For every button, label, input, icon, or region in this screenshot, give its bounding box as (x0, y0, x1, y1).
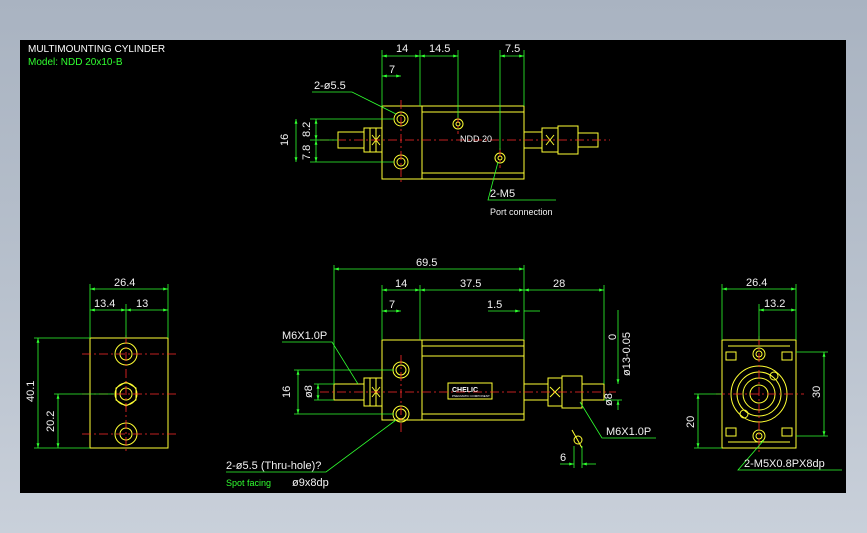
dim-front-tol: ø13-0.05 (621, 332, 633, 376)
dim-front-37-5: 37.5 (460, 278, 481, 290)
body-marking: NDD 20 (460, 134, 492, 144)
dim-front-69-5: 69.5 (416, 257, 437, 269)
brand-sub1: PNEUMATIC COMPONENT (452, 394, 490, 398)
label-spot-facing: Spot facing (226, 478, 271, 488)
label-top-holes: 2-ø5.5 (314, 80, 346, 92)
brand-label: CHELIC (452, 387, 478, 394)
dim-left-13: 13 (136, 298, 148, 310)
dim-right-30: 30 (811, 386, 823, 398)
dim-top-14-5: 14.5 (429, 43, 450, 55)
label-port: 2-M5 (490, 188, 515, 200)
dim-front-phi8: ø8 (303, 385, 315, 398)
label-thread-left: M6X1.0P (282, 330, 327, 342)
dim-top-8-2: 8.2 (301, 122, 313, 137)
dim-left-26-4: 26.4 (114, 277, 135, 289)
drawing-model: Model: NDD 20x10-B (28, 57, 123, 68)
dim-top-14: 14 (396, 43, 408, 55)
dim-top-7: 7 (389, 64, 395, 76)
dim-front-phi8-right: ø8 (603, 393, 615, 406)
dim-front-tol0: 0 (607, 334, 619, 340)
dim-right-13-2: 13.2 (764, 298, 785, 310)
dim-front-7: 7 (389, 299, 395, 311)
label-spot-value: ø9x8dp (292, 477, 329, 489)
dim-top-7-5: 7.5 (505, 43, 520, 55)
dim-top-7-8: 7.8 (301, 145, 313, 160)
dim-front-6: 6 (560, 452, 566, 464)
label-thread-right: M6X1.0P (606, 426, 651, 438)
dim-front-1-5: 1.5 (487, 299, 502, 311)
dim-right-26-4: 26.4 (746, 277, 767, 289)
dim-left-13-4: 13.4 (94, 298, 115, 310)
dim-top-16: 16 (279, 134, 291, 146)
dim-front-16: 16 (281, 386, 293, 398)
label-port-connection: Port connection (490, 207, 553, 217)
dim-left-20-2: 20.2 (45, 411, 57, 432)
left-end-view: 26.4 13.4 13 40.1 20.2 (25, 277, 176, 452)
label-front-holes: 2-ø5.5 (Thru-hole)? (226, 460, 321, 472)
dim-right-20: 20 (685, 416, 697, 428)
drawing-title: MULTIMOUNTING CYLINDER (28, 44, 165, 55)
front-view: CHELIC PNEUMATIC COMPONENT 69.5 14 37.5 … (226, 257, 656, 489)
top-view: NDD 20 14 14.5 7.5 7 16 7.8 8.2 2-ø5.5 2… (279, 43, 610, 217)
dim-front-14: 14 (395, 278, 407, 290)
dim-left-40-1: 40.1 (25, 381, 37, 402)
drawing-canvas: MULTIMOUNTING CYLINDER Model: NDD 20x10-… (20, 40, 846, 493)
cad-drawing: MULTIMOUNTING CYLINDER Model: NDD 20x10-… (25, 43, 842, 489)
right-end-view: 26.4 13.2 30 20 2-M5X0.8PX8dp (685, 277, 842, 471)
label-right-thread: 2-M5X0.8PX8dp (744, 458, 825, 470)
dim-front-28: 28 (553, 278, 565, 290)
